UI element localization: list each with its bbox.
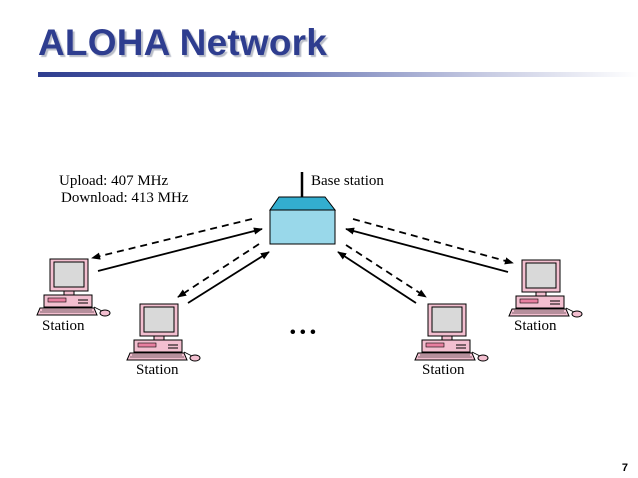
station-2-computer-icon — [126, 303, 201, 362]
station-3-computer-icon — [414, 303, 489, 362]
slide-title: ALOHA Network — [38, 22, 328, 63]
station-3-label: Station — [422, 362, 465, 378]
base-station-top — [269, 196, 337, 211]
more-stations-ellipsis: • • • — [290, 324, 316, 341]
base-station — [269, 172, 337, 245]
uplink-arrow-station-1 — [97, 227, 263, 272]
base-station-label: Base station — [311, 173, 384, 189]
uplink-arrow-station-4 — [345, 227, 509, 273]
base-station-box — [269, 209, 336, 245]
uplink-arrow-station-3 — [337, 251, 417, 304]
download-frequency-label: Download: 413 MHz — [61, 190, 189, 206]
station-2-label: Station — [136, 362, 179, 378]
station-1-label: Station — [42, 318, 85, 334]
slide-number: 7 — [621, 462, 628, 474]
station-4-computer-icon — [508, 259, 583, 318]
downlink-arrow-station-2 — [177, 243, 260, 298]
station-1-computer-icon — [36, 258, 111, 317]
downlink-arrow-station-3 — [345, 244, 427, 298]
downlink-arrow-station-4 — [352, 218, 514, 265]
downlink-arrow-station-1 — [91, 218, 253, 260]
title-underline — [38, 72, 638, 77]
uplink-arrow-station-2 — [187, 251, 270, 304]
station-4-label: Station — [514, 318, 557, 334]
upload-frequency-label: Upload: 407 MHz — [59, 173, 168, 189]
